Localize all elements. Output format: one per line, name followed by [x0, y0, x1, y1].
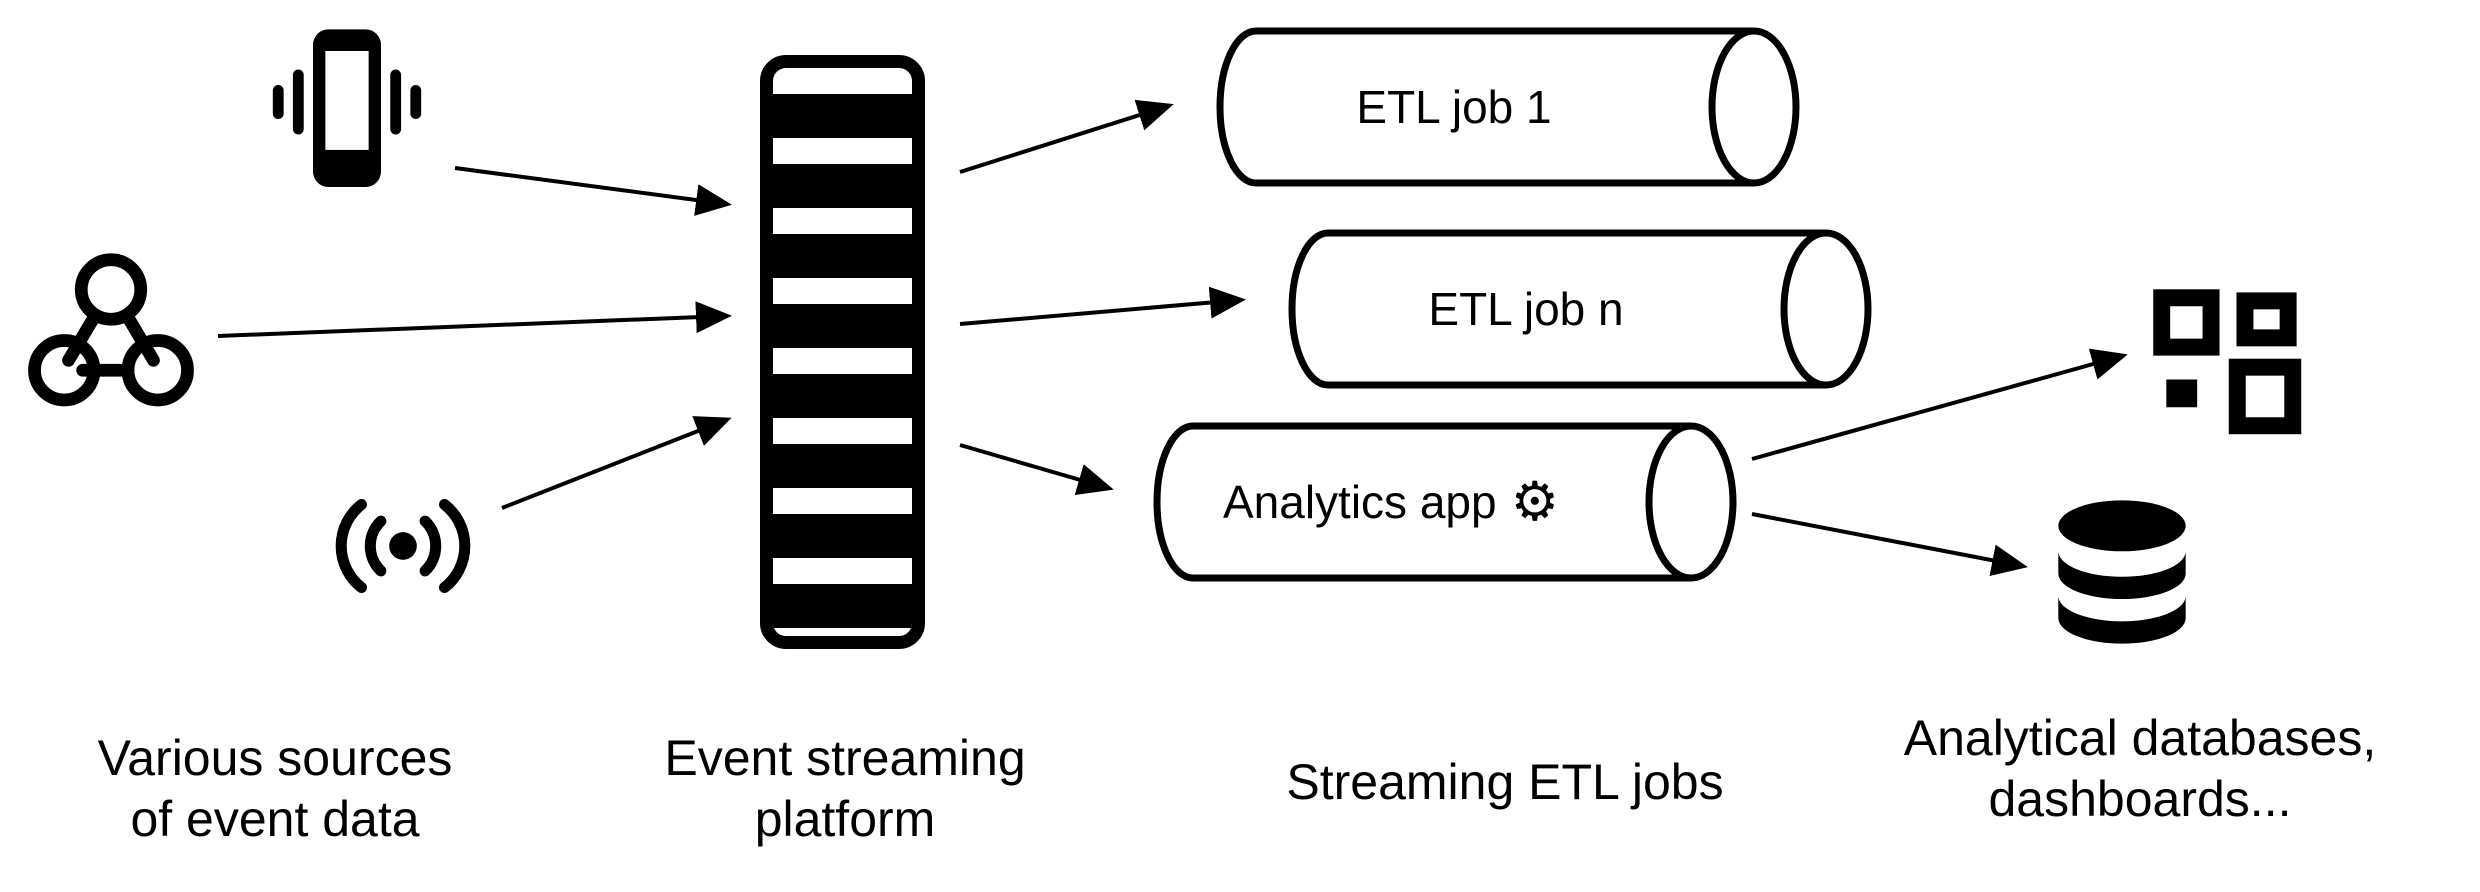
sources-caption: Various sources of event data — [10, 728, 540, 850]
webhook-icon — [28, 253, 194, 407]
analytics-app-label: Analytics app ⚙ — [1161, 419, 1621, 585]
cylinder-etl-job-1: ETL job 1 — [1194, 24, 1804, 190]
arrow-platform-to-etln — [959, 286, 1246, 326]
sources-caption-line1: Various sources — [97, 730, 453, 786]
outputs-caption-line1: Analytical databases, — [1903, 710, 2377, 766]
cylinder-analytics-app: Analytics app ⚙ — [1131, 419, 1741, 585]
sources-caption-line2: of event data — [130, 791, 420, 847]
jobs-caption: Streaming ETL jobs — [1190, 752, 1820, 813]
jobs-caption-text: Streaming ETL jobs — [1286, 754, 1724, 810]
analytics-app-text: Analytics app — [1222, 476, 1497, 528]
platform-caption-line1: Event streaming — [664, 730, 1026, 786]
gear-icon: ⚙ — [1510, 472, 1560, 532]
cylinder-shape — [1288, 229, 1872, 389]
arrow-broadcast-to-platform — [501, 416, 732, 510]
outputs-caption-line2: dashboards... — [1988, 771, 2292, 827]
arrow-platform-to-analytics — [959, 443, 1114, 495]
cylinder-shape — [1153, 422, 1737, 582]
etl-job-1-label: ETL job 1 — [1356, 81, 1552, 133]
arrow-webhook-to-platform — [217, 301, 732, 338]
database-icon — [2058, 500, 2186, 644]
dashboard-icon — [2153, 289, 2302, 435]
platform-caption-line2: platform — [754, 791, 936, 847]
broadcast-icon — [335, 498, 471, 594]
cylinder-etl-job-n: ETL job n — [1266, 226, 1876, 392]
platform-caption: Event streaming platform — [590, 728, 1100, 850]
arrow-analytics-to-database — [1751, 512, 2028, 577]
mobile-vibration-icon — [272, 29, 422, 188]
outputs-caption: Analytical databases, dashboards... — [1860, 708, 2420, 830]
cylinder-shape — [1216, 27, 1800, 187]
etl-job-n-label: ETL job n — [1428, 283, 1624, 335]
arrow-platform-to-etl1 — [959, 99, 1174, 174]
arrow-phone-to-platform — [454, 166, 732, 216]
event-streaming-platform-icon — [760, 55, 925, 649]
